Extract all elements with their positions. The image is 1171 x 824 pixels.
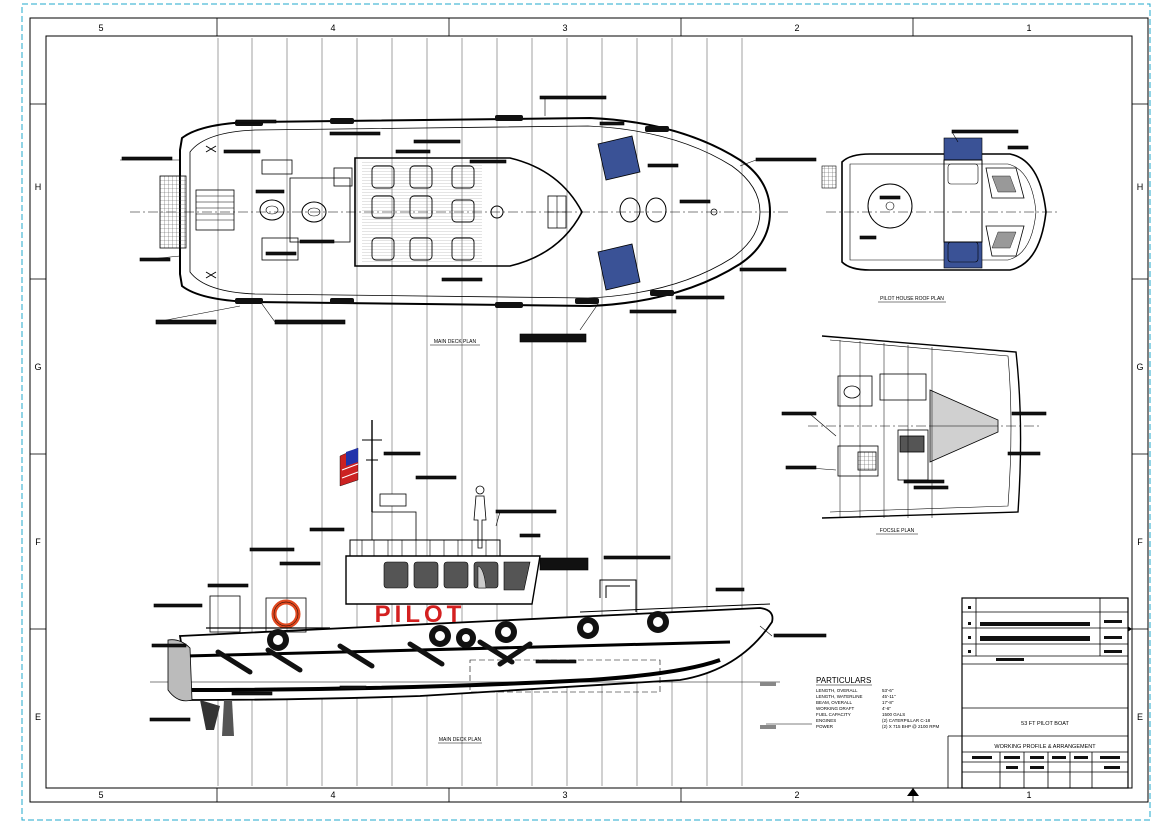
row-label-left: G [34,362,41,372]
col-label-bottom: 4 [330,790,335,800]
propeller-gear [167,639,193,702]
col-label-top: 2 [794,23,799,33]
col-label-bottom: 1 [1026,790,1031,800]
radar-dome [867,183,913,229]
particulars-value: 1500 GALS [882,712,905,717]
focsle-plan-label: FOCSLE PLAN [880,528,915,534]
zone-labels: 5 4 3 2 1 5 4 3 2 1 H G F E H G F E [34,23,1143,800]
deckhouse-windows [383,561,531,591]
row-label-left: F [35,537,41,547]
pilot-house-outline [354,157,583,267]
deck-hatch [619,197,641,223]
sheet-outer-frame [29,17,1149,803]
col-label-top: 5 [98,23,103,33]
hull-inner-line [189,125,761,299]
particulars-table: PARTICULARS LENGTH, OVERALL 53'-6" LENGT… [816,676,940,729]
roof-panel-blue [943,137,983,161]
pilot-house-roof-plan: PILOT HOUSE ROOF PLAN [821,129,1060,303]
hull-pilot-text: PILOT [375,601,466,628]
particulars-value: (2) CATERPILLAR C-18 [882,718,931,723]
particulars-title: PARTICULARS [816,676,871,685]
particulars-value: 4'-6" [882,706,891,711]
profile-view-label: MAIN DECK PLAN [439,737,482,743]
particulars-label: BEAM, OVERALL [816,700,853,705]
col-label-bottom: 3 [562,790,567,800]
col-label-top: 3 [562,23,567,33]
particulars-value: 45'-11" [882,694,896,699]
row-label-left: E [35,712,41,722]
hull-outline-deck [179,116,772,308]
deck-hatch [645,197,667,223]
col-label-bottom: 2 [794,790,799,800]
particulars-value: 17'-8" [882,700,894,705]
helm-wheel [490,205,504,219]
aft-step [195,189,235,231]
title-block: 53 FT PILOT BOAT WORKING PROFILE & ARRAN… [947,597,1129,789]
col-label-top: 4 [330,23,335,33]
particulars-label: LENGTH, OVERALL [816,688,858,693]
col-label-top: 1 [1026,23,1031,33]
particulars-label: FUEL CAPACITY [816,712,851,717]
row-label-right: H [1137,182,1144,192]
main-deck-plan-label: MAIN DECK PLAN [434,339,477,345]
person-figure [473,485,487,549]
center-mark-bottom [907,788,919,796]
roof-plan-label: PILOT HOUSE ROOF PLAN [880,296,944,302]
particulars-label: LENGTH, WATERLINE [816,694,863,699]
particulars-label: POWER [816,724,834,729]
rudder [222,700,234,736]
col-label-bottom: 5 [98,790,103,800]
roof-panel-blue [943,241,983,269]
particulars-value: 53'-6" [882,688,894,693]
particulars-label: ENGINES [816,718,836,723]
sheet-dashed-border [21,3,1151,821]
deck-hatch [301,201,327,223]
hatch-panel-blue [597,243,641,291]
focsle-outline [821,335,1022,519]
title-block-drawing: WORKING PROFILE & ARRANGEMENT [994,744,1096,750]
aft-grate [159,175,187,249]
deck-hatch [259,199,285,221]
sheet-inner-frame [45,35,1133,789]
hatch-panel-blue [597,135,641,181]
focsle-plan: FOCSLE PLAN [781,335,1047,535]
profile-view: PILOT MAIN [149,420,827,744]
callouts-deck [120,95,817,343]
roof-grate [821,165,837,189]
helm-seats [371,165,475,261]
row-label-right: E [1137,712,1143,722]
particulars-value: (2) X 715 BHP @ 2100 RPM [882,724,940,729]
cabin-floor [362,162,482,262]
row-label-left: H [35,182,42,192]
row-label-right: F [1137,537,1143,547]
particulars-label: WORKING DRAFT [816,706,854,711]
title-block-project: 53 FT PILOT BOAT [1021,721,1069,727]
row-label-right: G [1136,362,1143,372]
main-deck-plan: MAIN DECK PLAN [120,95,817,346]
radar-mount [379,493,407,507]
